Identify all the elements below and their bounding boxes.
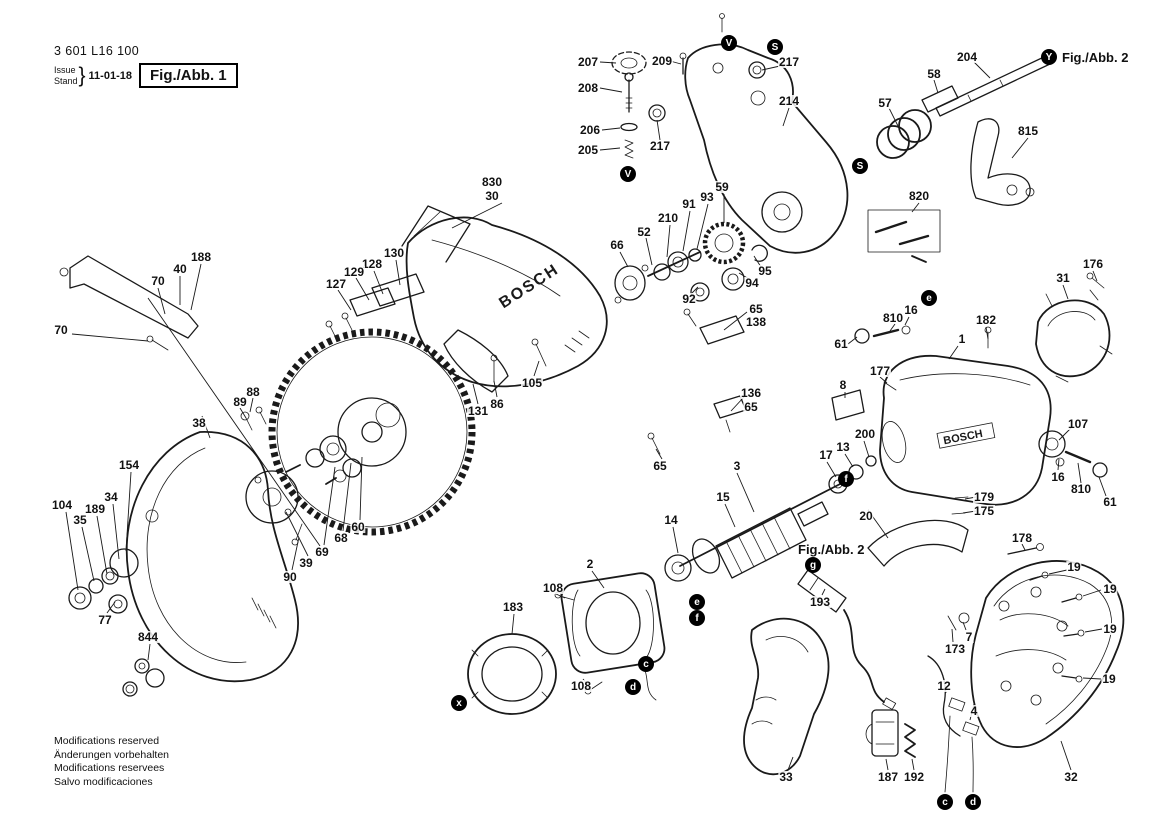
- issue-stand-labels: Issue Stand: [54, 65, 78, 86]
- brush-cover: [867, 519, 969, 567]
- front-guard-piece: [443, 329, 509, 393]
- guard-cover-plate: [245, 470, 303, 546]
- knob-and-fasteners: [611, 51, 766, 159]
- grip-handle: [743, 617, 830, 776]
- figure-1-label: Fig./Abb. 1: [138, 63, 238, 88]
- stator: [554, 572, 666, 701]
- cord-connectors: [927, 612, 980, 793]
- mounting-plates: [325, 273, 425, 339]
- modifications-notice: Modifications reserved Änderungen vorbeh…: [54, 735, 169, 790]
- support-bracket: [59, 255, 199, 351]
- switch-and-spring: [865, 709, 916, 758]
- collar-ring: [467, 633, 557, 715]
- pivot-washer-stack: [68, 548, 165, 697]
- motor-end-cap: [1035, 272, 1113, 383]
- notice-line-en: Modifications reserved: [54, 735, 160, 747]
- handle-tube-cable: [797, 569, 897, 710]
- motor-housing: BOSCH: [831, 325, 1052, 506]
- title-block: 3 601 L16 100 Issue Stand } 11-01-18 Fig…: [54, 44, 238, 88]
- issue-date: 11-01-18: [88, 69, 132, 82]
- figure-2-reference-mid: Fig./Abb. 2: [798, 542, 865, 557]
- armature: [664, 455, 877, 582]
- brand-on-housing: BOSCH: [496, 261, 562, 312]
- pivot-arm-assembly: [684, 13, 849, 254]
- notice-line-es: Salvo modificaciones: [54, 775, 153, 788]
- saw-blade: [268, 328, 476, 536]
- small-brackets: [240, 308, 747, 455]
- right-bearing-set: [951, 430, 1108, 515]
- document-number: 3 601 L16 100: [54, 44, 140, 58]
- pin-kit-box: [867, 209, 941, 263]
- issue-label: Issue: [54, 65, 76, 76]
- notice-line-de: Änderungen vorbehalten: [54, 748, 170, 761]
- lower-blade-guard: [125, 431, 299, 683]
- tension-spring: [876, 109, 932, 159]
- brand-on-motor: BOSCH: [942, 428, 983, 447]
- spindle-gear-train: [614, 221, 768, 304]
- figure-2-reference-top: Fig./Abb. 2: [1062, 50, 1129, 65]
- brace-glyph: }: [78, 63, 86, 87]
- shell-screws: [1007, 543, 1085, 683]
- slide-rod: [921, 55, 1051, 117]
- lever-815: [970, 118, 1035, 206]
- notice-line-fr: Modifications reservees: [54, 762, 165, 775]
- blade-flange-set: [285, 435, 362, 485]
- housing-shell: [970, 560, 1125, 748]
- leader-lines: [65, 60, 1107, 771]
- stand-label: Stand: [54, 75, 78, 86]
